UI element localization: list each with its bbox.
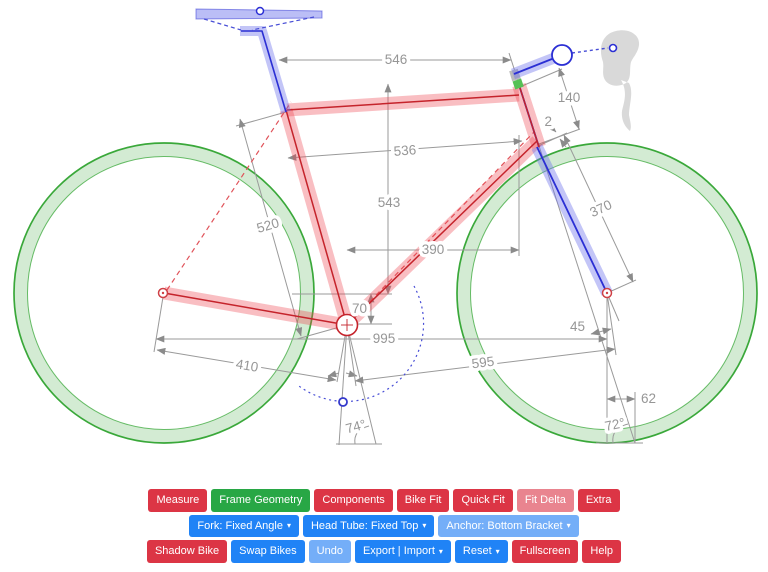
fullscreen-button[interactable]: Fullscreen	[511, 540, 579, 563]
bar-to-hood-line	[571, 47, 609, 54]
toolbar: Measure Frame Geometry Components Bike F…	[0, 489, 768, 563]
dim-label-spacer: 2	[544, 114, 552, 129]
dim-label-seat-vertical: 543	[378, 195, 401, 210]
caret-down-icon: ▾	[566, 520, 571, 530]
dim-label-reach: 390	[422, 242, 445, 257]
rear-dropout[interactable]	[157, 287, 169, 299]
head-tube-dimension	[558, 67, 580, 130]
bottom-bracket[interactable]	[335, 313, 359, 337]
top-tube-dimension	[287, 138, 523, 161]
dim-label-saddle-to-bar: 546	[385, 52, 408, 67]
pedal-arc	[298, 285, 425, 403]
headset-spacer-gray	[509, 68, 521, 82]
dim-label-wheelbase: 995	[373, 331, 396, 346]
brake-hood	[600, 30, 640, 131]
undo-button[interactable]: Undo	[308, 540, 351, 563]
dim-label-seat-tube: 520	[255, 215, 281, 236]
caret-down-icon: ▾	[422, 520, 427, 530]
seatpost[interactable]	[240, 26, 291, 114]
hood-marker[interactable]	[608, 43, 618, 53]
dim-label-front-center: 595	[471, 354, 495, 372]
saddle-rail-rear	[251, 16, 315, 31]
headset-spacer-green	[512, 78, 524, 90]
shadow-bike-button[interactable]: Shadow Bike	[146, 540, 228, 563]
fork-centerline	[536, 146, 608, 294]
dim-label-top-tube: 536	[393, 142, 417, 159]
seat-angle-arc	[354, 425, 370, 445]
toolbar-row-options: Fork: Fixed Angle▾ Head Tube: Fixed Top▾…	[189, 514, 579, 538]
front-dropout[interactable]	[601, 287, 613, 299]
anchor-mode-dropdown[interactable]: Anchor: Bottom Bracket▾	[438, 514, 579, 538]
dim-label-fork-offset: 45	[570, 319, 585, 334]
caret-down-icon: ▾	[286, 520, 291, 530]
components-button[interactable]: Components	[314, 489, 393, 512]
fork-offset-dimension	[590, 327, 612, 336]
bike-fit-button[interactable]: Bike Fit	[396, 489, 450, 512]
dim-label-trail: 62	[641, 391, 656, 406]
bike-canvas[interactable]: 546 140 2 536 543 520 390 370 70 45 995 …	[0, 0, 768, 478]
saddle-rail-front	[203, 18, 242, 31]
handlebar-marker[interactable]	[551, 44, 573, 66]
caret-down-icon: ▾	[495, 546, 500, 556]
frame-bands	[162, 82, 546, 332]
caret-down-icon: ▾	[438, 546, 443, 556]
fork-length-dimension	[563, 134, 634, 283]
frame-centerlines	[163, 84, 540, 326]
reset-dropdown[interactable]: Reset▾	[454, 540, 508, 563]
dim-label-fork-length: 370	[587, 197, 614, 220]
fork-mode-dropdown[interactable]: Fork: Fixed Angle▾	[189, 514, 299, 538]
swap-bikes-button[interactable]: Swap Bikes	[231, 540, 305, 563]
help-button[interactable]: Help	[582, 540, 622, 563]
toolbar-row-actions: Shadow Bike Swap Bikes Undo Export | Imp…	[146, 540, 622, 563]
saddle-marker[interactable]	[255, 6, 265, 16]
dim-label-seat-angle: 74°	[344, 417, 368, 437]
seat-tube-dimension	[238, 118, 303, 337]
toolbar-row-modes: Measure Frame Geometry Components Bike F…	[148, 489, 620, 512]
measure-button[interactable]: Measure	[148, 489, 208, 512]
frame-geometry-button[interactable]: Frame Geometry	[211, 489, 311, 512]
shadow-downtube-line	[350, 131, 535, 322]
dim-label-head-tube: 140	[558, 90, 581, 105]
export-import-dropdown[interactable]: Export | Import▾	[354, 540, 451, 563]
seatpost-centerline	[241, 30, 287, 113]
head-tube-mode-dropdown[interactable]: Head Tube: Fixed Top▾	[302, 514, 435, 538]
chainstay-dimension	[156, 347, 337, 383]
dimension-lines	[153, 52, 643, 446]
quick-fit-button[interactable]: Quick Fit	[453, 489, 513, 512]
front-center-dimension	[354, 346, 616, 384]
head-angle-arc	[612, 423, 629, 444]
dim-label-chainstay: 410	[235, 356, 260, 375]
dim-label-bb-drop: 70	[352, 301, 367, 316]
fit-delta-button[interactable]: Fit Delta	[516, 489, 574, 512]
shadow-seatstay-line	[166, 101, 292, 291]
extra-button[interactable]: Extra	[577, 489, 620, 512]
pedal-marker[interactable]	[338, 397, 348, 407]
